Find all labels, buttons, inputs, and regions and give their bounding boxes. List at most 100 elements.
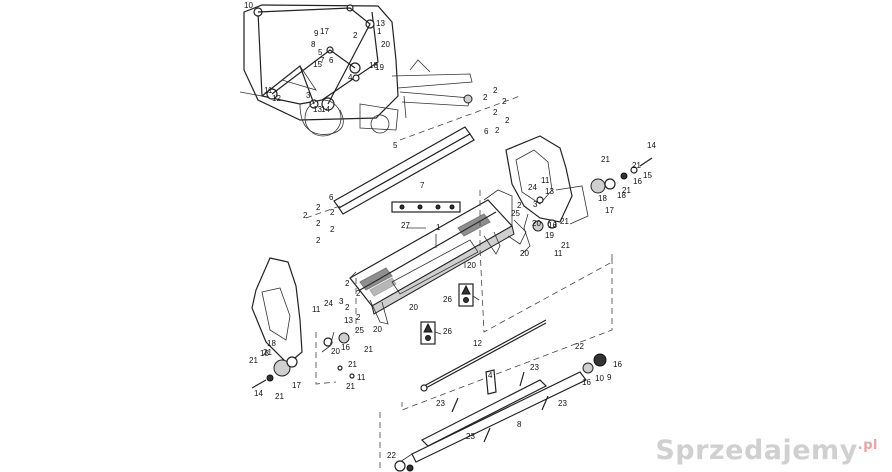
part-callout-40: 20 xyxy=(467,261,476,270)
part-callout-34: 16 xyxy=(548,221,557,230)
part-callout-59: 21 xyxy=(346,382,355,391)
lower-assembly xyxy=(379,258,613,472)
part-callout-71: 16 xyxy=(613,360,622,369)
part-callout-63: 21 xyxy=(249,356,258,365)
inset-callout-18: 7 xyxy=(320,56,325,65)
part-callout-68: 4 xyxy=(488,371,493,380)
part-callout-4: 2 xyxy=(330,208,335,217)
part-callout-69: 23 xyxy=(530,363,539,372)
part-callout-13: 2 xyxy=(502,97,507,106)
part-callout-27: 11 xyxy=(541,176,550,185)
part-callout-42: 20 xyxy=(409,303,418,312)
part-callout-35: 21 xyxy=(560,217,569,226)
part-callout-46: 2 xyxy=(345,303,350,312)
part-callout-48: 3 xyxy=(339,297,344,306)
part-callout-9: 27 xyxy=(401,221,410,230)
inset-callout-12: 4 xyxy=(348,73,353,82)
part-callout-30: 2 xyxy=(517,201,522,210)
part-callout-1: 7 xyxy=(420,181,425,190)
part-callout-76: 23 xyxy=(558,399,567,408)
shafts xyxy=(305,95,521,219)
part-callout-74: 16 xyxy=(582,378,591,387)
inset-callout-1: 9 xyxy=(314,29,319,38)
part-callout-41: 26 xyxy=(443,295,452,304)
part-callout-6: 2 xyxy=(316,219,321,228)
part-callout-23: 21 xyxy=(622,186,631,195)
part-callout-31: 3 xyxy=(533,200,538,209)
part-callout-53: 20 xyxy=(373,325,382,334)
part-callout-29: 13 xyxy=(545,187,554,196)
part-callout-79: 22 xyxy=(387,451,396,460)
part-callout-18: 14 xyxy=(647,141,656,150)
part-callout-28: 24 xyxy=(528,183,537,192)
inset-callout-4: 13 xyxy=(376,19,385,28)
part-callout-8: 2 xyxy=(316,236,321,245)
part-callout-17: 2 xyxy=(495,126,500,135)
part-callout-55: 21 xyxy=(364,345,373,354)
part-callout-44: 2 xyxy=(345,279,350,288)
part-callout-12: 2 xyxy=(483,93,488,102)
inset-callout-9: 5 xyxy=(318,48,323,57)
left-side-plate xyxy=(251,257,357,389)
part-callout-3: 2 xyxy=(316,203,321,212)
part-callout-75: 23 xyxy=(436,399,445,408)
part-callout-60: 18 xyxy=(267,339,276,348)
part-callout-52: 25 xyxy=(355,326,364,335)
inset-callout-14: 12 xyxy=(272,94,281,103)
part-callout-26: 18 xyxy=(598,194,607,203)
part-callout-21: 16 xyxy=(633,177,642,186)
part-callout-67: 12 xyxy=(473,339,482,348)
part-callout-66: 21 xyxy=(275,392,284,401)
part-callout-25: 17 xyxy=(605,206,614,215)
part-callout-10: 1 xyxy=(436,223,441,232)
part-callout-70: 22 xyxy=(575,342,584,351)
part-callout-65: 14 xyxy=(254,389,263,398)
part-callout-20: 21 xyxy=(632,161,641,170)
part-callout-36: 19 xyxy=(545,231,554,240)
part-callout-7: 2 xyxy=(330,225,335,234)
part-callout-47: 2 xyxy=(356,313,361,322)
part-callout-49: 24 xyxy=(324,299,333,308)
part-callout-58: 11 xyxy=(357,373,366,382)
inset-callout-19: 2 xyxy=(353,31,358,40)
part-callout-56: 20 xyxy=(331,347,340,356)
part-callout-73: 9 xyxy=(607,373,612,382)
inset-callout-7: 15 xyxy=(313,60,322,69)
main-beam xyxy=(349,189,527,325)
part-callout-33: 20 xyxy=(532,219,541,228)
part-callout-5: 2 xyxy=(303,211,308,220)
inset-callout-8: 6 xyxy=(329,56,334,65)
inset-callout-15: 13 xyxy=(313,105,322,114)
right-side-plate xyxy=(479,135,653,333)
part-callout-19: 21 xyxy=(601,155,610,164)
part-callout-24: 18 xyxy=(617,191,626,200)
part-callout-77: 8 xyxy=(517,420,522,429)
part-callout-45: 2 xyxy=(356,289,361,298)
part-callout-43: 26 xyxy=(443,327,452,336)
inset-callout-2: 17 xyxy=(320,27,329,36)
part-callout-50: 11 xyxy=(312,305,321,314)
inset-callout-0: 10 xyxy=(244,1,253,10)
inset-callout-3: 8 xyxy=(311,40,316,49)
part-callout-14: 2 xyxy=(493,108,498,117)
inset-callout-6: 20 xyxy=(381,40,390,49)
warning-decals xyxy=(420,283,480,345)
inset-callout-10: 18 xyxy=(369,61,378,70)
watermark-suffix: .pl xyxy=(857,438,878,453)
part-callout-78: 23 xyxy=(466,432,475,441)
part-callout-51: 13 xyxy=(344,316,353,325)
part-callout-54: 16 xyxy=(341,343,350,352)
watermark-text: Sprzedajemy xyxy=(655,435,858,466)
inset-callout-16: 14 xyxy=(321,105,330,114)
part-callout-32: 25 xyxy=(511,209,520,218)
inset-callout-17: 3 xyxy=(306,91,311,100)
part-callout-61: 21 xyxy=(263,348,272,357)
inset-callout-5: 1 xyxy=(377,27,382,36)
part-callout-0: 5 xyxy=(393,141,398,150)
part-callout-37: 21 xyxy=(561,241,570,250)
part-callout-72: 10 xyxy=(595,374,604,383)
part-callout-62: 18 xyxy=(260,349,269,358)
